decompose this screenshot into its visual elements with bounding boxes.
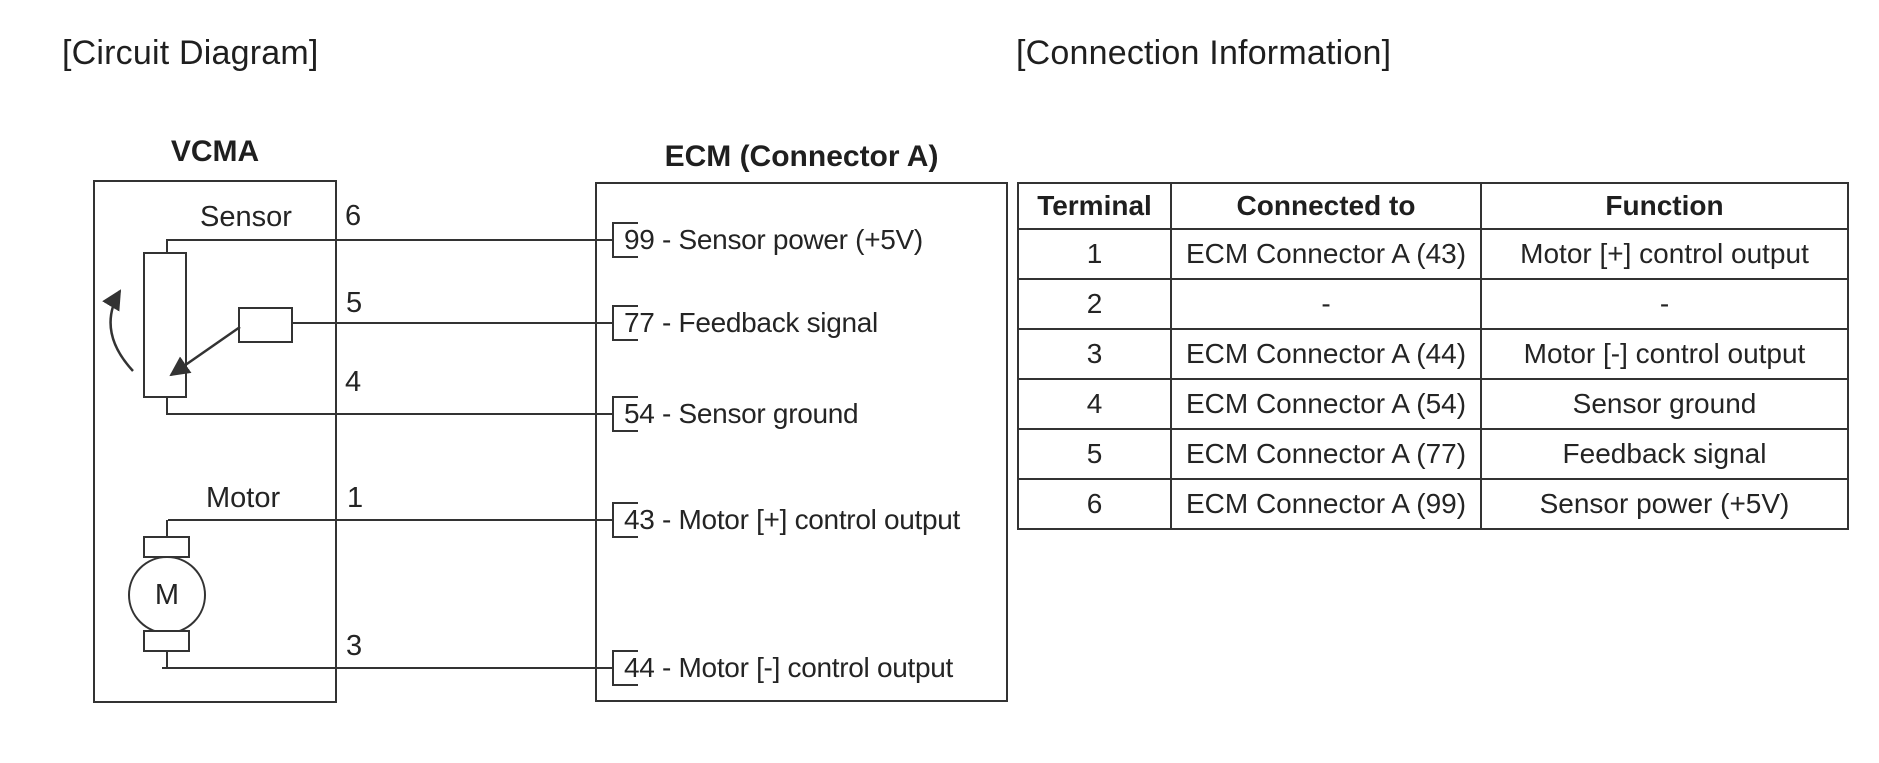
stub-motor-top [166,520,168,538]
vcma-box [93,180,337,703]
ecm-connector-title: ECM (Connector A) [664,140,939,173]
ecm-pin-bracket-43 [612,502,638,538]
table-row: 6 ECM Connector A (99) Sensor power (+5V… [1017,478,1849,530]
rotation-arc-arrow [102,289,134,372]
vcma-pin-5: 5 [346,287,363,319]
stub-potentiometer-top [166,239,168,255]
cell-terminal: 4 [1017,378,1172,430]
cell-function: Sensor ground [1480,378,1849,430]
motor-symbol: M [128,556,206,634]
wire-feedback-signal [291,322,614,324]
ecm-pin-label-43: 43 - Motor [+] control output [624,504,961,535]
ecm-pin-bracket-44 [612,650,638,686]
ecm-pin-label-77: 77 - Feedback signal [624,307,878,338]
stub-potentiometer-bottom [166,396,168,415]
ecm-pin-label-54: 54 - Sensor ground [624,398,859,429]
cell-function: Feedback signal [1480,428,1849,480]
cell-connected-to: ECM Connector A (43) [1170,228,1482,280]
ecm-pin-label-44: 44 - Motor [-] control output [624,652,954,683]
stub-motor-bottom [166,650,168,669]
wiper-contact-box [238,307,293,343]
table-row: 5 ECM Connector A (77) Feedback signal [1017,428,1849,480]
table-row: 4 ECM Connector A (54) Sensor ground [1017,378,1849,430]
motor-brush-top [143,536,190,558]
cell-terminal: 1 [1017,228,1172,280]
cell-terminal: 6 [1017,478,1172,530]
cell-terminal: 2 [1017,278,1172,330]
vcma-pin-3: 3 [346,630,363,662]
table-header-connected-to: Connected to [1170,182,1482,230]
table-row: 2 - - [1017,278,1849,330]
cell-function: Sensor power (+5V) [1480,478,1849,530]
circuit-diagram-title: [Circuit Diagram] [62,34,319,72]
cell-connected-to: ECM Connector A (44) [1170,328,1482,380]
connection-table: Terminal Connected to Function 1 ECM Con… [1017,182,1849,530]
cell-function: - [1480,278,1849,330]
cell-connected-to: ECM Connector A (77) [1170,428,1482,480]
wire-sensor-ground [168,413,614,415]
cell-terminal: 3 [1017,328,1172,380]
cell-connected-to: ECM Connector A (54) [1170,378,1482,430]
table-header-row: Terminal Connected to Function [1017,182,1849,230]
table-row: 3 ECM Connector A (44) Motor [-] control… [1017,328,1849,380]
connection-information-title: [Connection Information] [1016,34,1392,72]
ecm-box [595,182,1008,702]
ecm-pin-bracket-54 [612,396,638,432]
wire-sensor-power [168,239,614,241]
cell-function: Motor [+] control output [1480,228,1849,280]
wire-motor-plus [168,519,614,521]
vcma-title: VCMA [170,135,260,168]
motor-brush-bottom [143,630,190,652]
table-header-terminal: Terminal [1017,182,1172,230]
ecm-pin-bracket-99 [612,222,638,258]
motor-label: Motor [206,482,281,514]
sensor-label: Sensor [200,201,292,233]
ecm-pin-bracket-77 [612,305,638,341]
table-row: 1 ECM Connector A (43) Motor [+] control… [1017,228,1849,280]
sensor-arrows-graphic [102,289,241,377]
wiper-arrow [169,325,241,377]
cell-terminal: 5 [1017,428,1172,480]
cell-connected-to: - [1170,278,1482,330]
cell-function: Motor [-] control output [1480,328,1849,380]
vcma-pin-4: 4 [345,366,362,398]
ecm-pin-label-99: 99 - Sensor power (+5V) [624,224,923,255]
wire-motor-minus [162,667,614,669]
vcma-pin-6: 6 [345,200,362,232]
vcma-pin-1: 1 [347,482,364,514]
cell-connected-to: ECM Connector A (99) [1170,478,1482,530]
table-header-function: Function [1480,182,1849,230]
